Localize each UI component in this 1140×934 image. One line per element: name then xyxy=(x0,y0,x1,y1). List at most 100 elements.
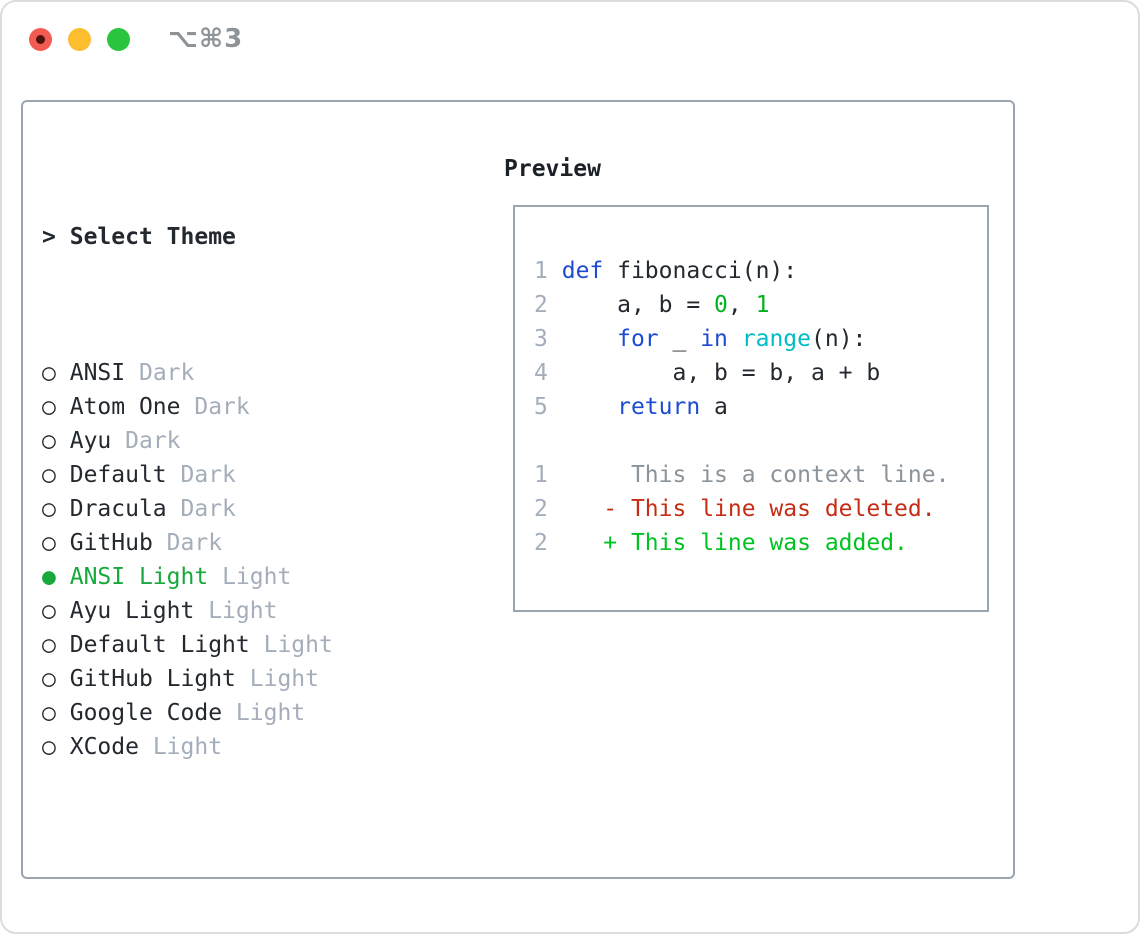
code-token: + This line was added. xyxy=(561,530,908,556)
code-token: return xyxy=(617,394,701,420)
code-token: range xyxy=(741,326,812,352)
theme-variant-tag: Dark xyxy=(125,428,181,454)
theme-item-label: GitHub xyxy=(69,530,153,556)
radio-icon: ○ xyxy=(42,700,56,726)
titlebar: ⌥⌘3 xyxy=(2,2,1138,76)
line-number: 2 xyxy=(534,496,548,522)
theme-variant-tag: Light xyxy=(235,700,306,726)
theme-item-ansi[interactable]: ○ ANSI Dark xyxy=(42,356,430,390)
code-token: a xyxy=(700,394,728,420)
code-line: 1 This is a context line. xyxy=(534,458,949,492)
radio-icon: ○ xyxy=(42,394,56,420)
code-token: in xyxy=(700,326,728,352)
code-token: a, b = xyxy=(561,292,715,318)
spacer xyxy=(42,866,430,900)
theme-item-label: ANSI Light xyxy=(69,564,209,590)
theme-item-label: XCode xyxy=(69,734,139,760)
theme-item-label: Google Code xyxy=(69,700,223,726)
code-token: 1 xyxy=(755,292,770,318)
theme-variant-tag: Light xyxy=(152,734,223,760)
theme-variant-tag: Light xyxy=(249,666,319,692)
theme-variant-tag: Light xyxy=(222,564,292,590)
theme-item-default-light[interactable]: ○ Default Light Light xyxy=(42,628,430,662)
line-number: 2 xyxy=(534,292,548,318)
code-token: _ xyxy=(658,326,701,352)
theme-item-label: Default xyxy=(69,462,167,488)
radio-icon: ○ xyxy=(42,462,56,488)
theme-item-label: GitHub Light xyxy=(69,666,236,692)
theme-variant-tag: Dark xyxy=(180,462,236,488)
code-line: 3 for _ in range(n): xyxy=(534,322,949,356)
theme-variant-tag: Dark xyxy=(194,394,250,420)
minimize-button[interactable] xyxy=(68,28,91,51)
theme-item-ayu[interactable]: ○ Ayu Dark xyxy=(42,424,430,458)
line-number: 1 xyxy=(534,258,548,284)
radio-icon: ○ xyxy=(42,734,56,760)
code-line: 2 + This line was added. xyxy=(534,526,949,560)
radio-icon: ○ xyxy=(42,598,56,624)
select-theme-title: > Select Theme xyxy=(42,220,430,254)
line-number: 4 xyxy=(534,360,548,386)
code-line: 1 def fibonacci(n): xyxy=(534,254,949,288)
code-token: (n): xyxy=(811,326,867,352)
theme-variant-tag: Dark xyxy=(166,530,223,556)
radio-icon: ○ xyxy=(42,428,56,454)
code-token: - This line was deleted. xyxy=(561,496,936,522)
theme-picker-column: > Select Theme ○ ANSI Dark○ Atom One Dar… xyxy=(42,152,430,932)
code-token xyxy=(728,326,742,352)
theme-item-label: Ayu xyxy=(69,428,112,454)
theme-item-label: Ayu Light xyxy=(69,598,195,624)
theme-item-dracula[interactable]: ○ Dracula Dark xyxy=(42,492,430,526)
theme-variant-tag: Light xyxy=(208,598,278,624)
code-token: 0 xyxy=(714,292,728,318)
close-button[interactable] xyxy=(29,28,52,51)
theme-item-xcode[interactable]: ○ XCode Light xyxy=(42,730,430,764)
code-token: , xyxy=(727,292,756,318)
code-token xyxy=(562,326,617,352)
theme-list: ○ ANSI Dark○ Atom One Dark○ Ayu Dark○ De… xyxy=(42,356,430,764)
code-token: fibonacci(n): xyxy=(603,258,798,284)
maximize-button[interactable] xyxy=(107,28,130,51)
theme-item-github[interactable]: ○ GitHub Dark xyxy=(42,526,430,560)
radio-icon: ○ xyxy=(42,360,56,386)
radio-icon: ○ xyxy=(42,530,56,556)
preview-title: Preview xyxy=(504,156,601,182)
radio-icon: ○ xyxy=(42,496,56,522)
theme-item-ayu-light[interactable]: ○ Ayu Light Light xyxy=(42,594,430,628)
code-token: This is a context line. xyxy=(561,462,950,488)
line-number: 1 xyxy=(534,462,548,488)
theme-item-atom-one[interactable]: ○ Atom One Dark xyxy=(42,390,430,424)
line-number: 2 xyxy=(534,530,548,556)
close-modified-dot-icon xyxy=(36,35,45,44)
radio-selected-icon: ● xyxy=(42,564,56,590)
code-line: 4 a, b = b, a + b xyxy=(534,356,949,390)
code-token: def xyxy=(561,258,604,284)
code-line: 2 - This line was deleted. xyxy=(534,492,949,526)
theme-item-label: Atom One xyxy=(69,394,181,420)
line-number: 3 xyxy=(534,326,548,352)
keyboard-shortcut-label: ⌥⌘3 xyxy=(168,24,244,54)
code-token: for xyxy=(617,326,659,352)
code-blank-line xyxy=(534,424,949,458)
theme-item-google-code[interactable]: ○ Google Code Light xyxy=(42,696,430,730)
code-token: a, b = b, a + b xyxy=(561,360,881,386)
radio-icon: ○ xyxy=(42,632,56,658)
theme-item-default[interactable]: ○ Default Dark xyxy=(42,458,430,492)
theme-item-label: ANSI xyxy=(69,360,126,386)
radio-icon: ○ xyxy=(42,666,56,692)
code-line: 5 return a xyxy=(534,390,949,424)
theme-variant-tag: Dark xyxy=(138,360,195,386)
theme-item-label: Default Light xyxy=(69,632,250,658)
code-token xyxy=(562,394,617,420)
code-line: 2 a, b = 0, 1 xyxy=(534,288,949,322)
prompt-caret-icon: > xyxy=(42,224,56,250)
theme-item-github-light[interactable]: ○ GitHub Light Light xyxy=(42,662,430,696)
theme-item-label: Dracula xyxy=(69,496,167,522)
select-theme-title-label: Select Theme xyxy=(69,224,236,250)
theme-variant-tag: Dark xyxy=(180,496,236,522)
theme-item-ansi-light[interactable]: ● ANSI Light Light xyxy=(42,560,430,594)
theme-picker-panel: > Select Theme ○ ANSI Dark○ Atom One Dar… xyxy=(21,100,1015,879)
